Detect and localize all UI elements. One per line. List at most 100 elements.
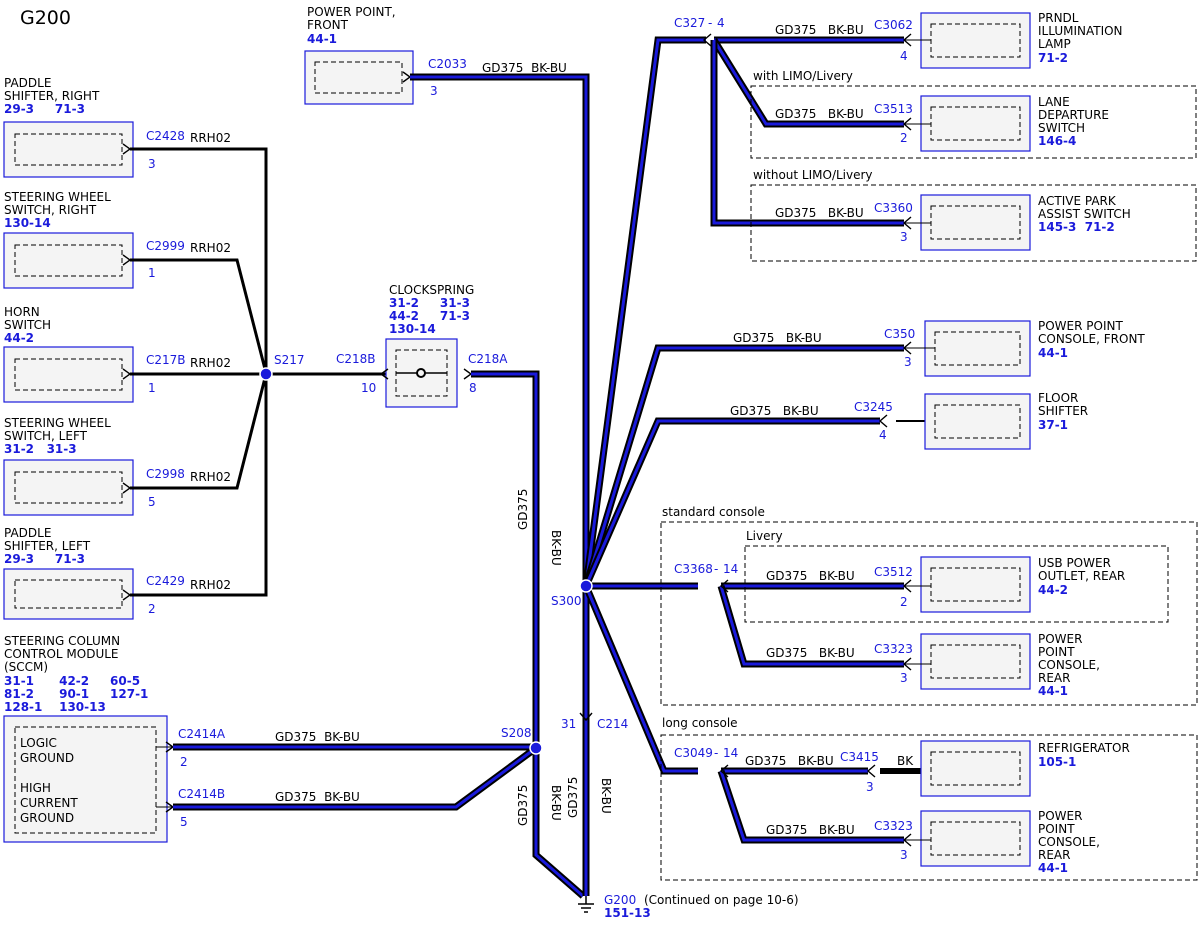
connector-label: C3323 [874,819,913,833]
wire-label: GD375 BK-BU [482,61,567,75]
horn-switch: HORN SWITCH 44-2 C217B 1 RRH02 [3,305,231,403]
active-park-assist-switch: GD375 BK-BU C3360 3 ACTIVE PARK ASSIST S… [775,194,1131,251]
pin-label: 14 [723,746,738,760]
connector-label: C3062 [874,18,913,32]
component-refs: 29-3 71-3 [4,102,85,116]
component-name: (SCCM) [4,660,48,674]
pin-label: 2 [148,602,156,616]
component-name: SWITCH, RIGHT [4,203,97,217]
wire-label: RRH02 [190,470,231,484]
component-name: POINT [1038,645,1075,659]
wire-label: GD375 BK-BU [733,331,822,345]
connector-arrow-icon [719,764,729,778]
component-inner [314,61,403,94]
ground-label: G200 [604,893,636,907]
splice-label: S300 [551,594,582,608]
pin-function: LOGIC [20,736,57,750]
option-box-no-limo [750,184,1197,262]
pin-label: 14 [723,562,738,576]
component-name: LANE [1038,95,1070,109]
pin-label: 3 [430,84,438,98]
component-name: POINT [1038,822,1075,836]
component-box [3,346,134,403]
connector-label: C3245 [854,400,893,414]
ground-g200: G200 151-13 (Continued on page 10-6) [578,893,799,920]
component-box [3,715,168,843]
connector-label: C3360 [874,201,913,215]
component-name: PRNDL [1038,11,1079,25]
wire-label: GD375 BK-BU [775,23,864,37]
wire-label: GD375 BK-BU [275,790,360,804]
component-refs: 81-2 90-1 127-1 [4,687,148,701]
pin-function: GROUND [20,811,74,825]
connector-c3049: C3049 - 14 [674,746,738,778]
option-box-long-console [660,734,1198,881]
component-refs: 105-1 [1038,755,1076,769]
wire-label: RRH02 [190,356,231,370]
component-name: CONSOLE, FRONT [1038,332,1145,346]
option-label: Livery [746,529,783,543]
pin-label: 2 [180,755,188,769]
clockspring: CLOCKSPRING 31-2 31-3 44-2 71-3 130-14 C… [336,283,508,408]
pin-function: GROUND [20,751,74,765]
component-box [920,12,1031,69]
connector-label: C218A [468,352,508,366]
component-name: CONSOLE, [1038,835,1100,849]
refrigerator: GD375 BK-BU C3415 3 BK REFRIGERATOR 105-… [745,740,1130,797]
component-name: STEERING COLUMN [4,634,120,648]
diagram-title: G200 [20,7,71,29]
wire-label: RRH02 [190,578,231,592]
component-refs: 44-2 71-3 [389,309,470,323]
component-inner [14,579,123,609]
power-point-console-rear-standard: GD375 BK-BU C3323 3 POWER POINT CONSOLE,… [766,632,1100,698]
splice-s300 [579,579,593,593]
connector-label: C218B [336,352,376,366]
component-refs: 31-1 42-2 60-5 [4,674,140,688]
splice-s217 [259,367,273,381]
wire-label-vertical: GD375 [566,777,580,818]
component-name: USB POWER [1038,556,1111,570]
pin-label: 2 [900,131,908,145]
connector-separator: - [714,746,718,760]
wire-label-vertical: GD375 [516,785,530,826]
connector-label: C214 [597,717,628,731]
connector-label: C3368 [674,562,713,576]
pin-label: 4 [900,49,908,63]
pin-label: 1 [148,381,156,395]
component-refs: 145-3 71-2 [1038,220,1115,234]
connector-label: C2429 [146,574,185,588]
component-box [920,556,1031,613]
connector-label: C2428 [146,129,185,143]
lane-departure-switch: GD375 BK-BU C3513 2 LANE DEPARTURE SWITC… [775,95,1109,152]
wire-label: GD375 BK-BU [745,754,834,768]
connector-label: C2414B [178,787,225,801]
component-refs: 128-1 130-13 [4,700,106,714]
steering-wheel-switch-left: STEERING WHEEL SWITCH, LEFT 31-2 31-3 C2… [3,416,231,516]
component-inner [930,644,1021,679]
connector-label: C2414A [178,727,226,741]
component-box [920,810,1031,867]
component-name: ACTIVE PARK [1038,194,1117,208]
option-label: standard console [662,505,765,519]
wire-label: GD375 BK-BU [766,569,855,583]
component-refs: 31-2 31-3 [389,296,470,310]
component-refs: 146-4 [1038,134,1076,148]
connector-label: C327 [674,16,705,30]
rrh02-wires [130,147,388,597]
gd375-wires [173,36,904,899]
option-label: with LIMO/Livery [753,69,853,83]
connector-separator: - [714,562,718,576]
connector-label: C3415 [840,750,879,764]
connector-arrow-icon [379,368,389,380]
connector-label: C3512 [874,565,913,579]
component-name: SHIFTER, LEFT [4,539,91,553]
power-point-front: POWER POINT, FRONT 44-1 C2033 3 GD375 BK… [304,5,567,105]
component-name: REAR [1038,848,1070,862]
pin-label: 3 [900,671,908,685]
component-box [920,194,1031,251]
component-refs: 37-1 [1038,418,1068,432]
component-name: LAMP [1038,37,1071,51]
component-box [920,740,1031,797]
component-box [304,50,414,105]
component-box [3,459,134,516]
